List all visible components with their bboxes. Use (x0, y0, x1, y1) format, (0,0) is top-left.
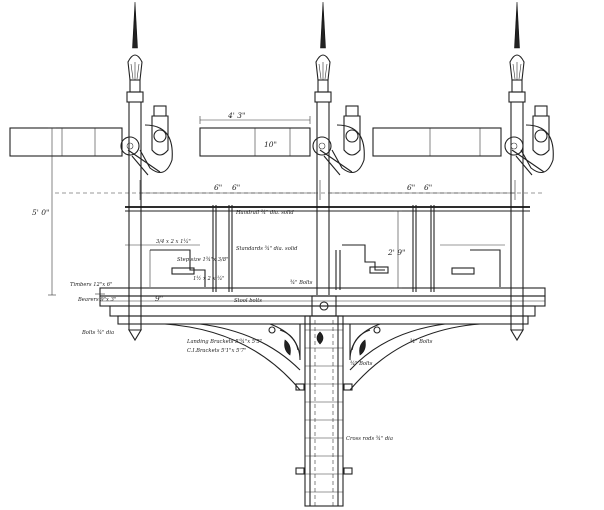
label-step-size: Step size 1¾"x 3/8" (177, 256, 228, 263)
left-spectacle (139, 124, 173, 174)
center-spectacle (331, 124, 365, 174)
dim-rail: 2' 9" (387, 248, 405, 257)
label-standards: Standards ¾" dia. solid (236, 245, 298, 252)
label-bar-small: 3/4 x 2 x 1¼" (156, 238, 191, 245)
right-finial-spike (514, 1, 520, 49)
label-timbers: Timbers 12"x 6" (70, 282, 112, 288)
dim-top: 4' 3" (227, 111, 245, 120)
left-lamp (127, 105, 173, 176)
dim-6c: 6" (407, 183, 415, 192)
label-bolts-mid: ¾" Bolts (350, 360, 373, 367)
dim-post-left: 5' 0" (32, 208, 49, 217)
left-finial-spike (132, 1, 138, 49)
label-cross-rods: Cross rods ¾" dia (346, 435, 393, 442)
label-stool-bolts: Stool bolts (234, 298, 262, 304)
dim-6b: 6" (232, 183, 240, 192)
left-finial-bulb (127, 54, 143, 81)
dimensions (48, 116, 515, 296)
left-steps (149, 249, 206, 287)
central-lattice-mast (295, 295, 353, 507)
center-signal-post (314, 1, 332, 295)
center-signal-arm (199, 127, 332, 157)
left-signal-post (126, 1, 144, 342)
dim-6a: 6" (214, 183, 222, 192)
left-signal-arm (9, 127, 140, 157)
right-signal-arm (372, 127, 524, 157)
right-signal-post (508, 1, 526, 342)
label-bolts-left: Bolts ¾" dia (81, 329, 114, 336)
cast-iron-brackets (164, 323, 481, 391)
right-finial-bulb (509, 54, 525, 81)
label-step-bar: 1½ x 2 x ¼" (193, 275, 225, 282)
label-c-brackets: C.I.Brackets 5'1"x 5'7" (187, 348, 246, 354)
center-finial-bulb (315, 54, 331, 81)
label-handrail: Handrail ¾" dia. solid (235, 209, 294, 216)
right-lamp (511, 105, 554, 176)
standards (125, 205, 505, 292)
label-bolts-small: ¾" Bolts (290, 279, 313, 286)
center-steps (335, 244, 389, 290)
dim-6d: 6" (424, 183, 432, 192)
center-finial-spike (320, 1, 326, 49)
center-lamp (319, 105, 365, 176)
label-bearers: Bearers 9"x 3" (77, 297, 116, 303)
label-bolts-right: ¾" Bolts (410, 338, 433, 345)
right-steps (451, 249, 501, 287)
annotation-labels: Handrail ¾" dia. solid Standards ¾" dia.… (32, 111, 433, 442)
dim-arm: 10" (264, 140, 277, 149)
right-spectacle (520, 124, 554, 174)
dim-9: 9" (155, 294, 163, 303)
label-landing-brackets: Landing Brackets 5'¾"x 5'5" (186, 338, 262, 345)
